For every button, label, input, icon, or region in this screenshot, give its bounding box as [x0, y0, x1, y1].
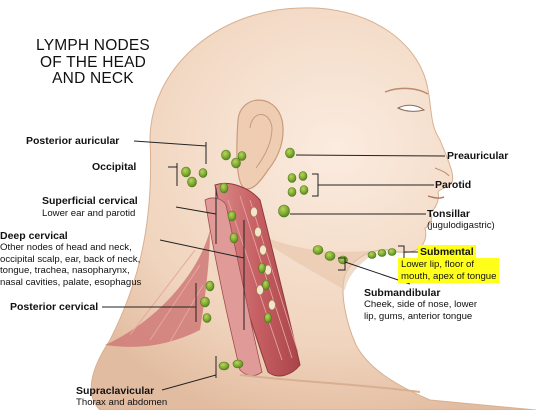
title-line: LYMPH NODES [36, 37, 150, 54]
node-superficial-cervical [227, 210, 237, 222]
ear-inner [249, 114, 273, 169]
desc-submandibular: Cheek, side of nose, lower lip, gums, an… [364, 299, 477, 322]
trapezius-fibers [129, 249, 204, 343]
node-superficial-cervical [229, 232, 239, 244]
node-deep-cervical [254, 226, 262, 238]
node-parotid [287, 187, 297, 197]
desc-line: Other nodes of head and neck, [0, 242, 132, 253]
desc-line: occipital scalp, ear, back of neck, [0, 253, 141, 265]
node-parotid [299, 185, 309, 195]
ear [236, 99, 284, 190]
label-supraclavicular: Supraclavicular [76, 385, 155, 397]
label-submandibular: Submandibular [364, 287, 441, 299]
node-submental [387, 248, 397, 256]
node-posterior-cervical [202, 313, 212, 323]
clavicle [239, 374, 421, 393]
node-posterior-auricular [221, 149, 231, 161]
node-posterior-auricular [231, 157, 241, 169]
desc-line: Lower lip, floor of [401, 259, 475, 270]
title-line: OF THE HEAD [39, 53, 147, 71]
lips [427, 195, 445, 199]
desc-deep-cervical: Other nodes of head and neck, occipital … [0, 242, 141, 288]
node-occipital [187, 176, 197, 188]
node-posterior-cervical [200, 296, 210, 308]
desc-line: Cheek, side of nose, lower [364, 299, 478, 310]
node-supraclavicular [232, 359, 244, 369]
desc-line: mouth, apex of tongue [401, 270, 497, 282]
lymph-nodes [181, 147, 397, 371]
jaw-shadow [250, 230, 380, 290]
node-deep-cervical [262, 279, 270, 291]
node-supraclavicular [218, 361, 230, 371]
node-parotid [287, 173, 297, 183]
label-deep-cervical: Deep cervical [0, 230, 68, 242]
label-superficial-cervical: Superficial cervical [42, 195, 138, 207]
node-superficial-cervical [219, 182, 229, 194]
desc-tonsillar: (jugulodigastric) [427, 220, 495, 231]
node-deep-cervical [250, 206, 258, 218]
node-submandibular [324, 251, 336, 261]
desc-supraclavicular: Thorax and abdomen [76, 397, 168, 408]
node-posterior-auricular [237, 151, 247, 161]
desc-line: lip, gums, anterior tongue [364, 310, 473, 322]
scm-fibers [227, 195, 299, 361]
label-parotid: Parotid [435, 179, 472, 191]
desc-superficial-cervical: Lower ear and parotid [42, 208, 136, 219]
node-deep-cervical [258, 262, 266, 274]
node-deep-cervical [259, 244, 267, 256]
node-occipital [198, 168, 208, 178]
eyebrow [384, 87, 429, 95]
node-submental [367, 251, 377, 259]
label-occipital: Occipital [92, 161, 137, 173]
label-posterior-auricular: Posterior auricular [26, 135, 120, 147]
node-posterior-cervical [205, 280, 215, 292]
desc-submental: Lower lip, floor of mouth, apex of tongu… [398, 258, 500, 283]
desc-line: tongue, trachea, nasopharynx, [0, 265, 130, 276]
diagram-title: LYMPH NODES OF THE HEAD AND NECK [8, 37, 178, 88]
node-preauricular [285, 147, 295, 159]
label-tonsillar: Tonsillar [427, 208, 470, 220]
title-line: AND NECK [52, 70, 134, 87]
nostril [434, 167, 450, 177]
scm-clavicular-head [204, 197, 263, 376]
node-deep-cervical [268, 299, 276, 311]
node-tonsillar [278, 204, 290, 218]
node-occipital [181, 166, 191, 178]
node-submental [377, 249, 387, 257]
label-submental: Submental [418, 245, 476, 259]
node-parotid [298, 171, 308, 181]
label-posterior-cervical: Posterior cervical [10, 301, 99, 313]
desc-line: nasal cavities, palate, esophagus [0, 276, 142, 288]
label-preauricular: Preauricular [447, 150, 509, 162]
node-submandibular [312, 245, 324, 255]
node-deep-cervical [256, 284, 264, 296]
eye [396, 104, 426, 112]
node-deep-cervical [264, 312, 272, 324]
